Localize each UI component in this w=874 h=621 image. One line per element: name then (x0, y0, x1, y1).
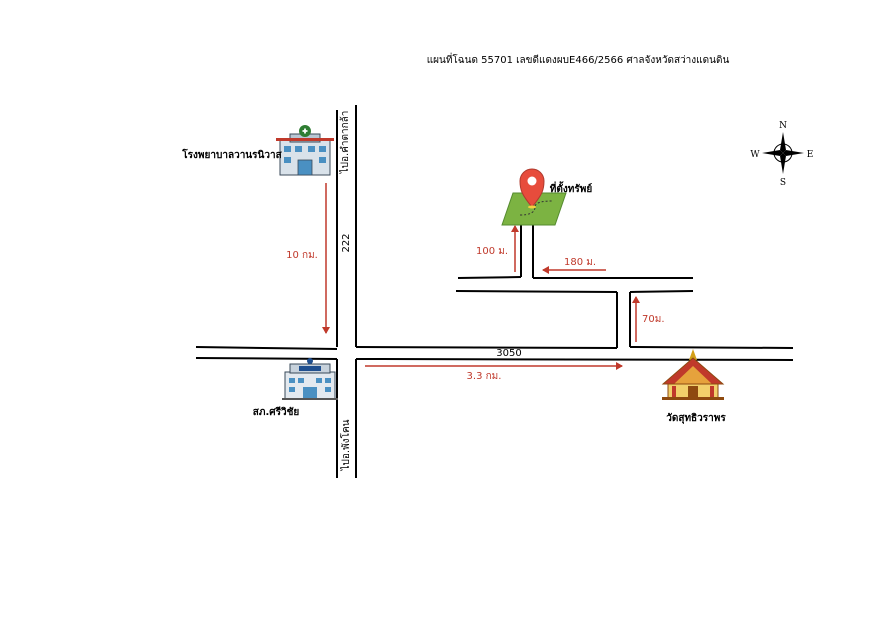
map-title: แผนที่โฉนด 55701 เลขดีแดงผบE466/2566 ศาล… (427, 52, 730, 66)
road-222 (336, 105, 357, 478)
compass-north: N (779, 121, 787, 131)
police-station-label: สภ.ศรีวิชัย (253, 406, 300, 418)
temple-icon (661, 349, 725, 400)
road-3050 (195, 346, 794, 361)
compass-west: W (750, 150, 760, 160)
hospital-icon (276, 125, 334, 176)
compass-rose: N S W E (750, 121, 813, 188)
property-label: ที่ตั้งทรัพย์ (550, 181, 593, 195)
compass-east: E (807, 150, 814, 160)
compass-south: S (780, 178, 786, 188)
distance-lane-north: 100 ม. (476, 246, 508, 257)
hospital-label: โรงพยาบาลวานรนิวาส (181, 148, 282, 161)
south-direction-label: ไปอ.พังโคน (339, 419, 352, 471)
police-station-icon (282, 358, 338, 400)
property-marker (501, 168, 567, 226)
north-direction-label: ไปอ.คำตากล้า (339, 111, 351, 175)
distance-side-road: 70ม. (642, 314, 665, 325)
distance-hospital-junction: 10 กม. (286, 250, 318, 261)
road-222-label: 222 (341, 233, 352, 252)
road-3050-label: 3050 (496, 348, 521, 359)
side-roads (455, 222, 694, 348)
distance-junction-turn: 3.3 กม. (467, 371, 502, 382)
distance-lane-west: 180 ม. (564, 257, 596, 268)
temple-label: วัดสุทธิวราพร (666, 412, 726, 424)
